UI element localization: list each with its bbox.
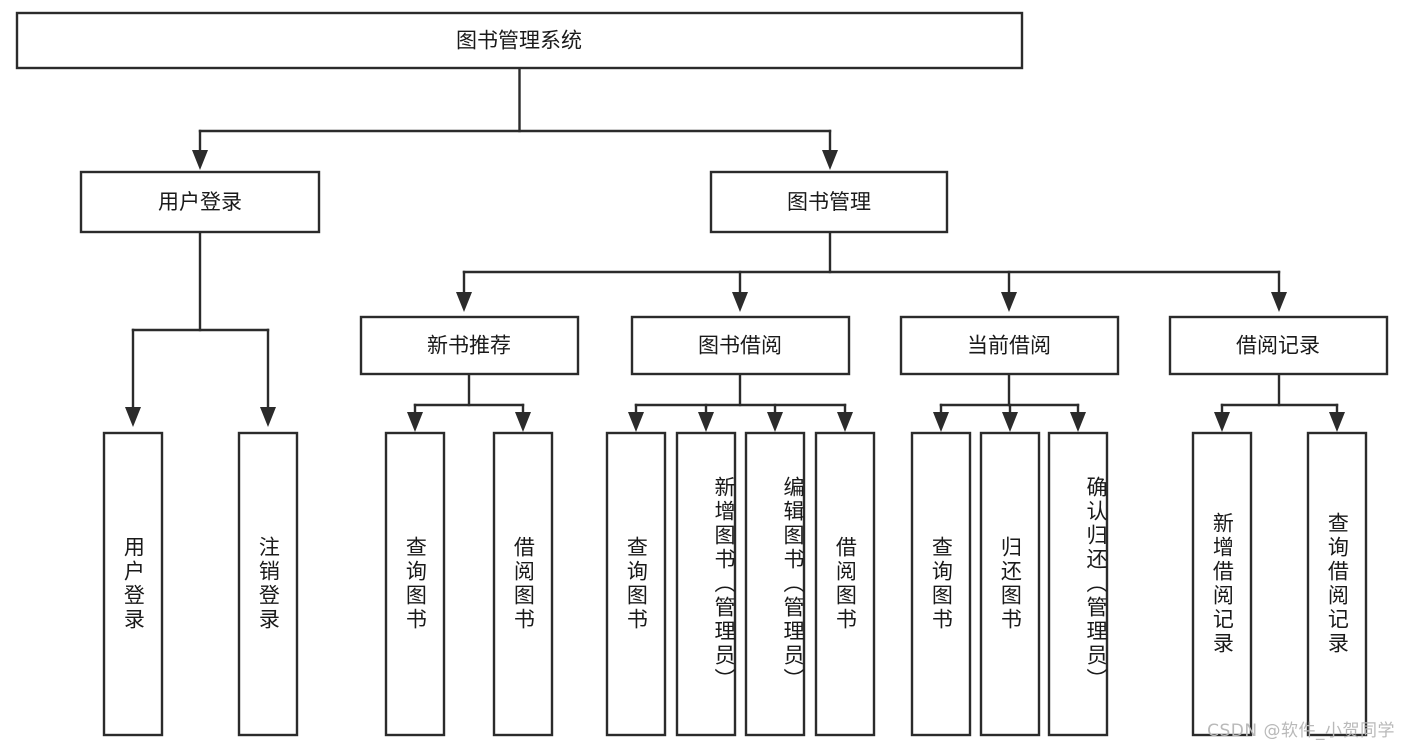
node-borrow-record-label: 借阅记录 <box>1236 334 1320 358</box>
leaf-boxes-borrow-record <box>1191 431 1368 737</box>
leaf-boxes-current-borrow <box>910 431 1109 737</box>
arrow-to-currentborrow <box>1001 292 1017 312</box>
leaf-boxes-book-borrow <box>605 431 876 737</box>
node-current-borrow-label: 当前借阅 <box>967 334 1051 358</box>
connector-group-bookmgmt <box>456 230 1287 312</box>
node-borrow-record[interactable]: 借阅记录 <box>1168 315 1389 376</box>
node-new-book-recommend[interactable]: 新书推荐 <box>359 315 580 376</box>
node-root-box[interactable] <box>15 11 1024 70</box>
connector-group-root <box>192 66 838 170</box>
arrow-borrowrecord-leaf-2 <box>1329 412 1345 432</box>
node-root[interactable]: 图书管理系统 <box>15 11 1024 70</box>
arrow-currentborrow-leaf-1 <box>933 412 949 432</box>
arrow-to-borrowrecord <box>1271 292 1287 312</box>
csdn-watermark: CSDN @软件_小贺同学 <box>1207 721 1395 741</box>
arrow-userlogin-leaf-2 <box>260 407 276 427</box>
arrow-currentborrow-leaf-3 <box>1070 412 1086 432</box>
arrow-currentborrow-leaf-2 <box>1002 412 1018 432</box>
connector-group-newbook <box>407 372 531 432</box>
node-user-login[interactable]: 用户登录 <box>79 170 321 234</box>
node-user-login-label: 用户登录 <box>158 190 242 214</box>
node-root-label: 图书管理系统 <box>456 29 582 53</box>
leaf-box-new-book-1[interactable] <box>384 431 446 737</box>
leaf-box-current-borrow-1[interactable] <box>910 431 972 737</box>
arrow-bookborrow-leaf-3 <box>767 412 783 432</box>
leaf-box-new-book-2[interactable] <box>492 431 554 737</box>
arrow-to-newbook <box>456 292 472 312</box>
leaf-boxes-user-login <box>102 431 299 737</box>
connector-group-bookborrow <box>628 372 853 432</box>
leaf-boxes-new-book-recommend <box>384 431 554 737</box>
node-new-book-recommend-label: 新书推荐 <box>427 334 511 358</box>
connector-group-currentborrow <box>933 372 1086 432</box>
arrow-newbook-leaf-2 <box>515 412 531 432</box>
leaf-box-book-borrow-4[interactable] <box>814 431 876 737</box>
node-book-management-box[interactable] <box>709 170 949 234</box>
arrow-borrowrecord-leaf-1 <box>1214 412 1230 432</box>
leaf-box-current-borrow-3[interactable] <box>1047 431 1109 737</box>
arrow-bookborrow-leaf-2 <box>698 412 714 432</box>
node-borrow-record-box[interactable] <box>1168 315 1389 376</box>
leaf-box-borrow-record-2[interactable] <box>1306 431 1368 737</box>
node-current-borrow[interactable]: 当前借阅 <box>899 315 1120 376</box>
arrow-bookborrow-leaf-1 <box>628 412 644 432</box>
leaf-box-book-borrow-3[interactable] <box>744 431 806 737</box>
leaf-box-borrow-record-1[interactable] <box>1191 431 1253 737</box>
arrow-userlogin-leaf-1 <box>125 407 141 427</box>
node-current-borrow-box[interactable] <box>899 315 1120 376</box>
node-book-borrow-label: 图书借阅 <box>698 334 782 358</box>
node-book-management[interactable]: 图书管理 <box>709 170 949 234</box>
connector-group-userlogin <box>125 230 276 427</box>
leaf-box-book-borrow-1[interactable] <box>605 431 667 737</box>
leaf-box-user-login-1[interactable] <box>102 431 164 737</box>
leaf-box-user-login-2[interactable] <box>237 431 299 737</box>
node-book-borrow[interactable]: 图书借阅 <box>630 315 851 376</box>
node-book-borrow-box[interactable] <box>630 315 851 376</box>
arrow-to-userlogin <box>192 150 208 170</box>
node-user-login-box[interactable] <box>79 170 321 234</box>
arrow-to-bookmgmt <box>822 150 838 170</box>
leaf-box-book-borrow-2[interactable] <box>675 431 737 737</box>
leaf-box-current-borrow-2[interactable] <box>979 431 1041 737</box>
node-new-book-recommend-box[interactable] <box>359 315 580 376</box>
arrow-bookborrow-leaf-4 <box>837 412 853 432</box>
arrow-newbook-leaf-1 <box>407 412 423 432</box>
connector-group-borrowrecord <box>1214 372 1345 432</box>
node-book-management-label: 图书管理 <box>787 190 871 214</box>
arrow-to-bookborrow <box>732 292 748 312</box>
